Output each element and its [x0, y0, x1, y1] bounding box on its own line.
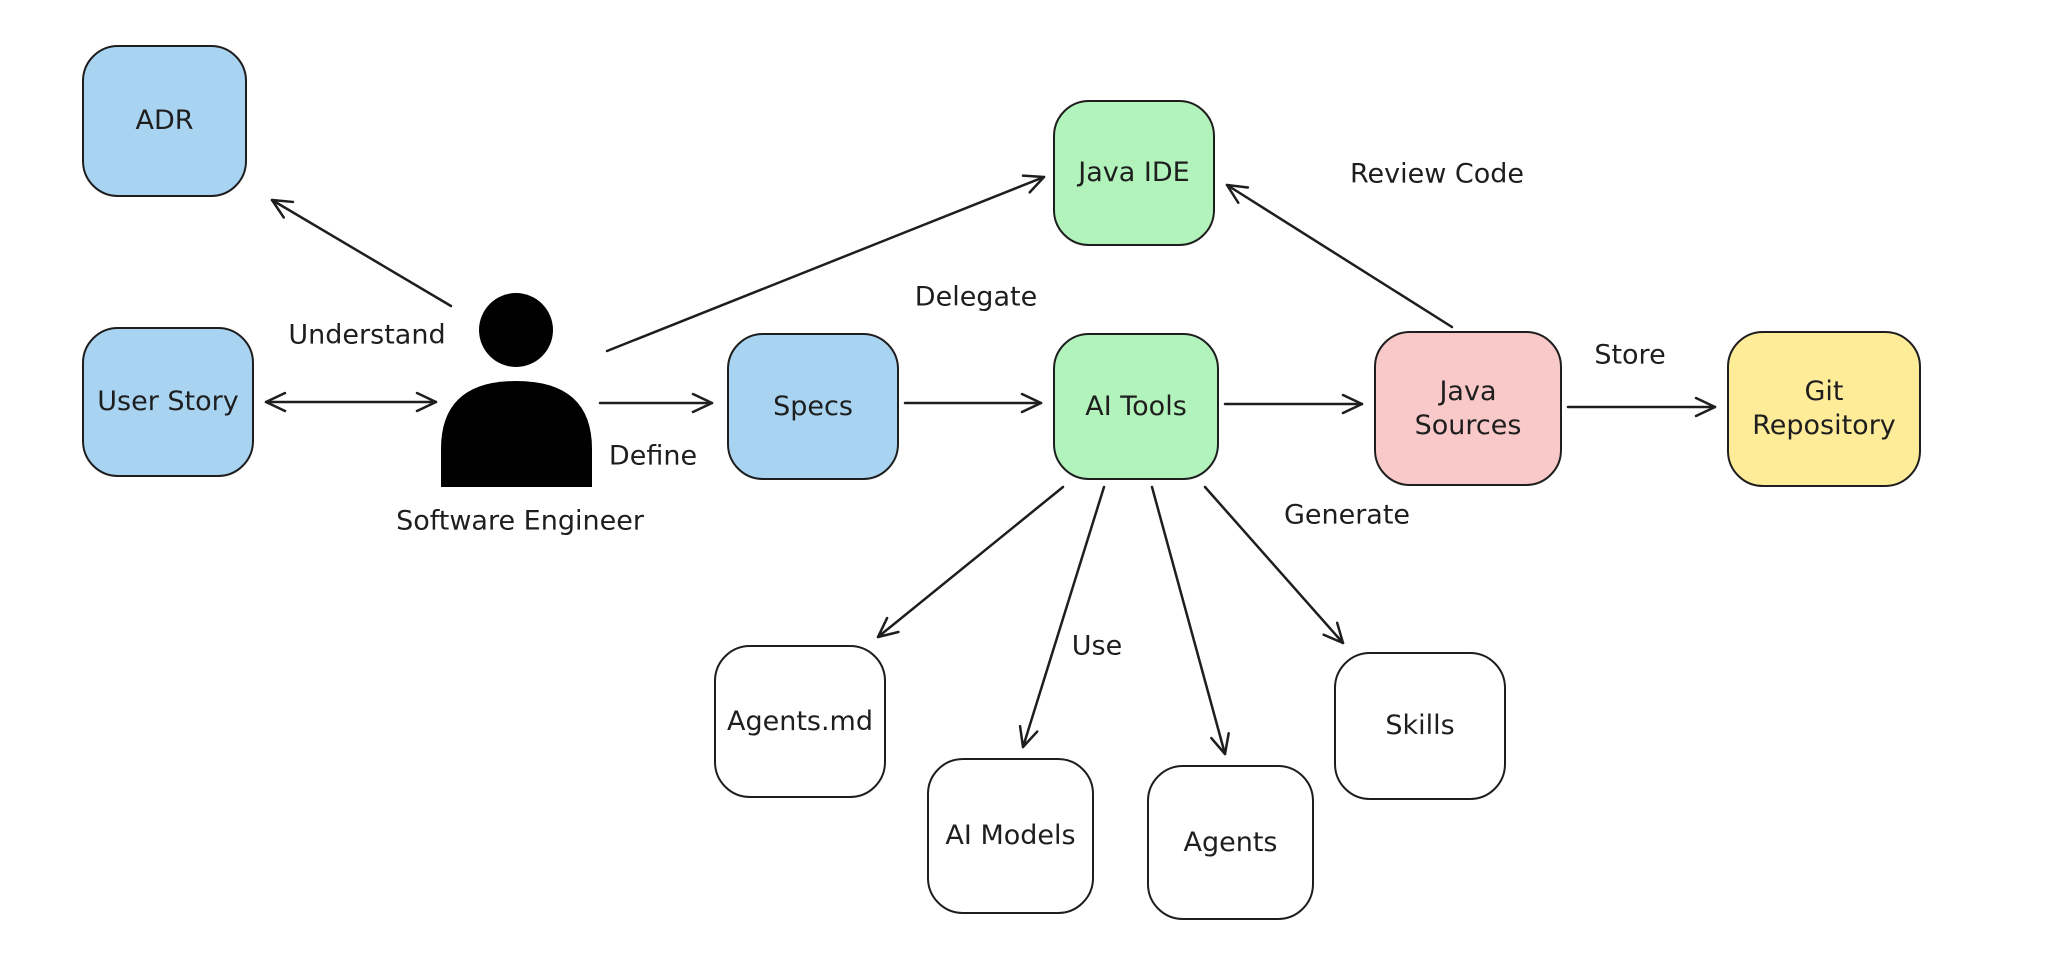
- edge-engineer-to-adr: [270, 198, 453, 308]
- node-skills: Skills: [1334, 652, 1506, 800]
- node-java-sources-label: Java Sources: [1414, 375, 1522, 441]
- node-git-repository-label: Git Repository: [1752, 376, 1896, 441]
- node-user-story: User Story: [82, 327, 254, 477]
- node-agents: Agents: [1147, 765, 1314, 920]
- node-adr-label: ADR: [135, 105, 194, 137]
- edge-label-review-code: Review Code: [1349, 158, 1525, 190]
- edge-label-define: Define: [608, 440, 698, 472]
- node-git-repository: Git Repository: [1727, 331, 1921, 487]
- node-ai-models-label: AI Models: [945, 820, 1076, 852]
- node-specs-label: Specs: [773, 390, 853, 422]
- edge-label-generate: Generate: [1283, 499, 1411, 531]
- edge-engineer-to-java-ide: [605, 174, 1046, 353]
- node-java-sources: Java Sources: [1374, 331, 1562, 486]
- node-java-ide-label: Java IDE: [1078, 157, 1190, 189]
- edge-ai-tools-to-agents-md: [876, 485, 1065, 639]
- edge-ai-tools-to-skills: [1203, 485, 1345, 645]
- node-adr: ADR: [82, 45, 247, 197]
- node-skills-label: Skills: [1385, 710, 1455, 742]
- software-engineer-icon: [441, 293, 592, 487]
- edge-label-use: Use: [1071, 630, 1123, 662]
- software-engineer-label: Software Engineer: [396, 505, 644, 537]
- node-agents-label: Agents: [1183, 826, 1278, 858]
- edge-ai-tools-to-ai-models: [1018, 485, 1106, 749]
- edge-java-sources-to-java-ide: [1225, 183, 1454, 329]
- node-user-story-label: User Story: [97, 386, 239, 418]
- node-ai-models: AI Models: [927, 758, 1094, 914]
- node-specs: Specs: [727, 333, 899, 480]
- node-ai-tools: AI Tools: [1053, 333, 1219, 480]
- edge-label-store: Store: [1594, 339, 1666, 371]
- node-java-ide: Java IDE: [1053, 100, 1215, 246]
- edge-ai-tools-to-agents: [1150, 485, 1230, 756]
- node-agents-md-label: Agents.md: [726, 705, 873, 737]
- node-agents-md: Agents.md: [714, 645, 886, 798]
- edge-label-understand: Understand: [288, 319, 446, 351]
- edge-label-delegate: Delegate: [914, 281, 1038, 313]
- node-ai-tools-label: AI Tools: [1085, 390, 1187, 422]
